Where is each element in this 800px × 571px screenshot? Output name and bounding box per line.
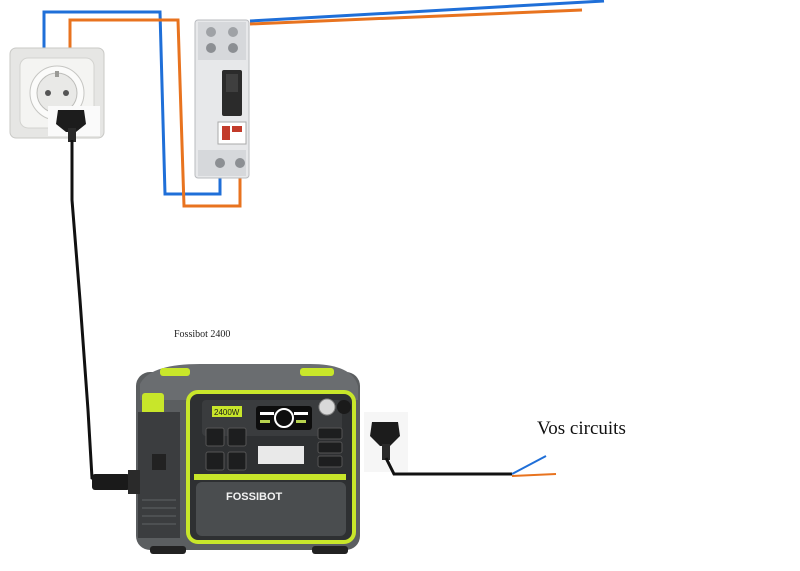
output-cable [384, 457, 512, 476]
power-badge: 2400W [214, 408, 240, 417]
output-live-wire [511, 473, 557, 477]
neutral-loop-wire [42, 10, 222, 196]
live-loop-wire [68, 18, 242, 208]
device-label: Fossibot 2400 [174, 329, 231, 340]
schuko-plug-icon [364, 412, 408, 472]
live-supply-wire [249, 8, 583, 26]
input-cable [70, 140, 101, 484]
brand-logo: FOSSIBOT [226, 491, 283, 503]
outlet-to-breaker-wires [42, 10, 242, 208]
output-neutral-wire [511, 455, 547, 475]
supply-wires [249, 0, 605, 26]
circuits-label: Vos circuits [537, 418, 626, 439]
power-station-icon [136, 364, 360, 554]
input-connector-icon [92, 470, 140, 494]
circuit-breaker-icon [194, 19, 250, 179]
schuko-plug-icon [48, 106, 100, 142]
ac-outlets-left [205, 427, 247, 471]
neutral-supply-wire [249, 0, 605, 23]
ac-outlets-right [317, 427, 343, 468]
